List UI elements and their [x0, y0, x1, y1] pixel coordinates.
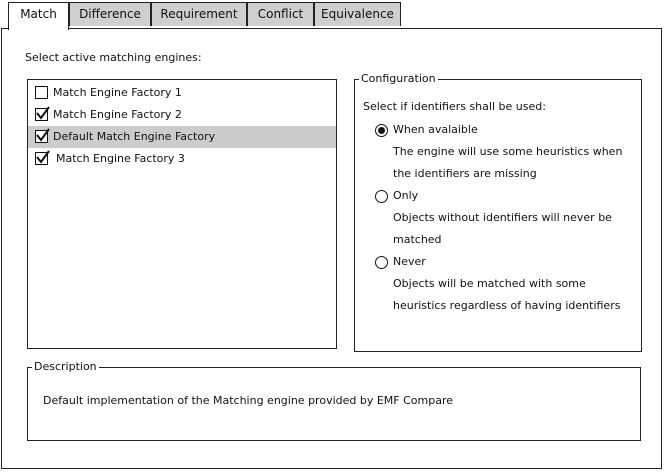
engines-list[interactable]: Match Engine Factory 1 Match Engine Fact… — [27, 79, 337, 349]
engine-checkbox-1[interactable] — [35, 86, 48, 99]
tab-equivalence[interactable]: Equivalence — [314, 2, 401, 26]
engine-label-1: Match Engine Factory 1 — [53, 86, 182, 99]
option-when-available-label[interactable]: When avalaible — [393, 123, 478, 136]
engine-label-3: Default Match Engine Factory — [53, 130, 216, 143]
tab-match[interactable]: Match — [8, 2, 69, 30]
engine-checkbox-2[interactable] — [35, 106, 50, 121]
option-when-available-desc-2: the identifiers are missing — [393, 167, 537, 180]
engine-item-2[interactable]: Match Engine Factory 2 — [28, 104, 336, 126]
description-text: Default implementation of the Matching e… — [43, 394, 454, 407]
radio-only[interactable] — [375, 190, 388, 203]
checkmark-icon — [36, 128, 50, 142]
engine-checkbox-4[interactable] — [35, 150, 50, 165]
option-only-desc-1: Objects without identifiers will never b… — [393, 211, 612, 224]
identifiers-prompt: Select if identifiers shall be used: — [363, 100, 546, 113]
engine-label-2: Match Engine Factory 2 — [53, 108, 182, 121]
option-never-desc-2: heuristics regardless of having identifi… — [393, 299, 621, 312]
option-only-label[interactable]: Only — [393, 189, 419, 202]
checkmark-icon — [36, 150, 50, 164]
description-legend: Description — [32, 360, 99, 374]
engine-checkbox-3[interactable] — [35, 128, 50, 143]
radio-selected-dot — [378, 127, 385, 134]
configuration-legend: Configuration — [359, 72, 438, 86]
engine-item-1[interactable]: Match Engine Factory 1 — [28, 82, 336, 104]
radio-when-available[interactable] — [375, 124, 388, 137]
option-only-desc-2: matched — [393, 233, 442, 246]
engine-item-3[interactable]: Default Match Engine Factory — [28, 126, 336, 148]
radio-never[interactable] — [375, 256, 388, 269]
engine-label-4: Match Engine Factory 3 — [56, 152, 185, 165]
tab-difference[interactable]: Difference — [69, 2, 151, 26]
engine-item-4[interactable]: Match Engine Factory 3 — [28, 148, 336, 170]
option-when-available-desc-1: The engine will use some heuristics when — [393, 145, 623, 158]
option-never-desc-1: Objects will be matched with some — [393, 277, 586, 290]
match-tab-panel: Select active matching engines: Match En… — [1, 28, 662, 469]
checkmark-icon — [36, 106, 50, 120]
configuration-group: Configuration Select if identifiers shal… — [354, 72, 642, 352]
tab-requirement[interactable]: Requirement — [151, 2, 247, 26]
engines-title: Select active matching engines: — [25, 51, 202, 64]
option-never-label[interactable]: Never — [393, 255, 426, 268]
description-group: Description Default implementation of th… — [27, 360, 641, 441]
tab-conflict[interactable]: Conflict — [247, 2, 314, 26]
